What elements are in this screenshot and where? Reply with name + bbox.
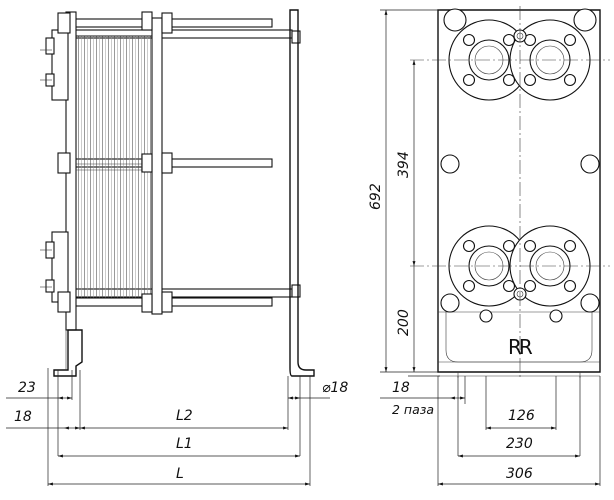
manufacturer-logo: RR: [508, 335, 533, 359]
dim-hole-label: ⌀18: [322, 380, 348, 396]
side-dimensions: 23 18 L2 L1 L ⌀18: [6, 368, 348, 486]
front-dimensions: 692 394 200 18 2 паза 126 230 306: [368, 9, 601, 486]
dim-306-label: 306: [506, 466, 533, 482]
dim-L-label: L: [176, 466, 184, 482]
support-column: [289, 9, 315, 377]
dim-slot-label: 18: [392, 380, 410, 396]
bottom-flanges: [448, 225, 591, 307]
dim-L2-label: L2: [176, 408, 193, 424]
tie-rod-holes: [440, 8, 600, 323]
side-view: 23 18 L2 L1 L ⌀18: [6, 9, 348, 486]
dim-18-label: 18: [14, 409, 32, 425]
dim-692-label: 692: [368, 183, 384, 210]
plate-pack: [75, 35, 153, 299]
nuts: [57, 12, 173, 313]
dim-126-label: 126: [508, 408, 535, 424]
foot: [53, 329, 83, 377]
dim-23-label: 23: [18, 380, 36, 396]
dim-L1-label: L1: [176, 436, 193, 452]
front-view: RR 692 394 200: [368, 6, 610, 486]
dim-200-label: 200: [396, 309, 412, 336]
center-lines: [410, 6, 610, 380]
dim-230-label: 230: [506, 436, 533, 452]
slot-note-label: 2 паза: [392, 402, 434, 417]
dim-394-label: 394: [396, 151, 412, 178]
frame-outline: [437, 9, 601, 373]
